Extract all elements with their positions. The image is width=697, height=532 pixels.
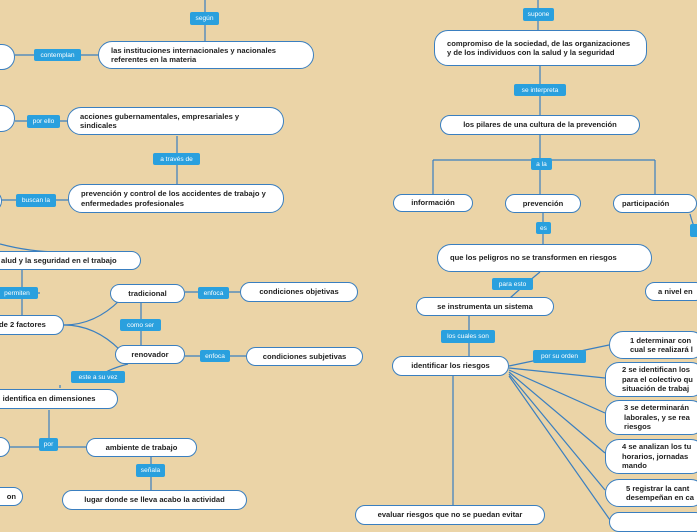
node-compromiso[interactable]: compromiso de la sociedad, de las organi… xyxy=(434,30,647,66)
label-este-a-su-vez: este a su vez xyxy=(71,371,125,383)
label-es: es xyxy=(536,222,551,234)
node-step-2[interactable]: 2 se identifican los para el colectivo q… xyxy=(605,362,697,397)
label-partial-right xyxy=(690,224,697,237)
node-evaluar[interactable]: evaluar riesgos que no se puedan evitar xyxy=(355,505,545,525)
node-acciones[interactable]: acciones gubernamentales, empresariales … xyxy=(67,107,284,135)
node-identificar[interactable]: identificar los riesgos xyxy=(392,356,509,376)
node-prevencion[interactable]: prevención xyxy=(505,194,581,213)
node-step-1[interactable]: 1 determinar con cual se realizará l xyxy=(609,331,697,359)
node-ambiente[interactable]: ambiente de trabajo xyxy=(86,438,197,457)
label-a-la: a la xyxy=(531,158,552,170)
label-segun: según xyxy=(190,12,219,25)
node-dimensiones[interactable]: identifica en dimensiones xyxy=(0,389,118,409)
node-step-6-partial[interactable] xyxy=(609,512,697,532)
node-pilares[interactable]: los pilares de una cultura de la prevenc… xyxy=(440,115,640,135)
node-instituciones[interactable]: las instituciones internacionales y naci… xyxy=(98,41,314,69)
node-step-5[interactable]: 5 registrar la cant desempeñan en ca xyxy=(605,479,697,507)
label-por-ello: por ello xyxy=(27,115,60,128)
node-tradicional[interactable]: tradicional xyxy=(110,284,185,303)
label-los-cuales-son: los cuales son xyxy=(441,330,495,343)
label-por: por xyxy=(39,438,58,451)
node-condiciones-objetivas[interactable]: condiciones objetivas xyxy=(240,282,358,302)
node-informacion[interactable]: información xyxy=(393,194,473,212)
label-como-ser: como ser xyxy=(120,319,161,331)
node-step-3[interactable]: 3 se determinarán laborales, y se rea ri… xyxy=(605,400,697,435)
label-buscan-la: buscan la xyxy=(16,194,56,207)
label-contemplan: contemplan xyxy=(34,49,81,61)
node-sistema[interactable]: se instrumenta un sistema xyxy=(416,297,554,316)
label-para-esto: para esto xyxy=(492,278,533,290)
label-enfoca-2: enfoca xyxy=(200,350,230,362)
label-senala: señala xyxy=(136,464,165,477)
label-supone: supone xyxy=(523,8,554,21)
node-partial-on[interactable]: on xyxy=(0,487,23,506)
node-condiciones-subjetivas[interactable]: condiciones subjetivas xyxy=(246,347,363,366)
label-por-su-orden: por su orden xyxy=(533,350,586,363)
node-peligros[interactable]: que los peligros no se transformen en ri… xyxy=(437,244,652,272)
label-permiten: permiten xyxy=(0,287,38,299)
node-salud-seguridad[interactable]: alud y la seguridad en el trabajo xyxy=(0,251,141,270)
node-dos-factores[interactable]: de 2 factores xyxy=(0,315,64,335)
node-step-4[interactable]: 4 se analizan los tu horarios, jornadas … xyxy=(605,439,697,474)
node-renovador[interactable]: renovador xyxy=(115,345,185,364)
node-nivel[interactable]: a nivel en xyxy=(645,282,697,301)
node-participacion[interactable]: participación xyxy=(613,194,697,213)
node-lugar[interactable]: lugar donde se lleva acabo la actividad xyxy=(62,490,247,510)
label-enfoca-1: enfoca xyxy=(198,287,229,299)
label-se-interpreta: se interpreta xyxy=(514,84,566,96)
label-a-traves-de: a través de xyxy=(153,153,200,165)
node-prevencion-control[interactable]: prevención y control de los accidentes d… xyxy=(68,184,284,213)
